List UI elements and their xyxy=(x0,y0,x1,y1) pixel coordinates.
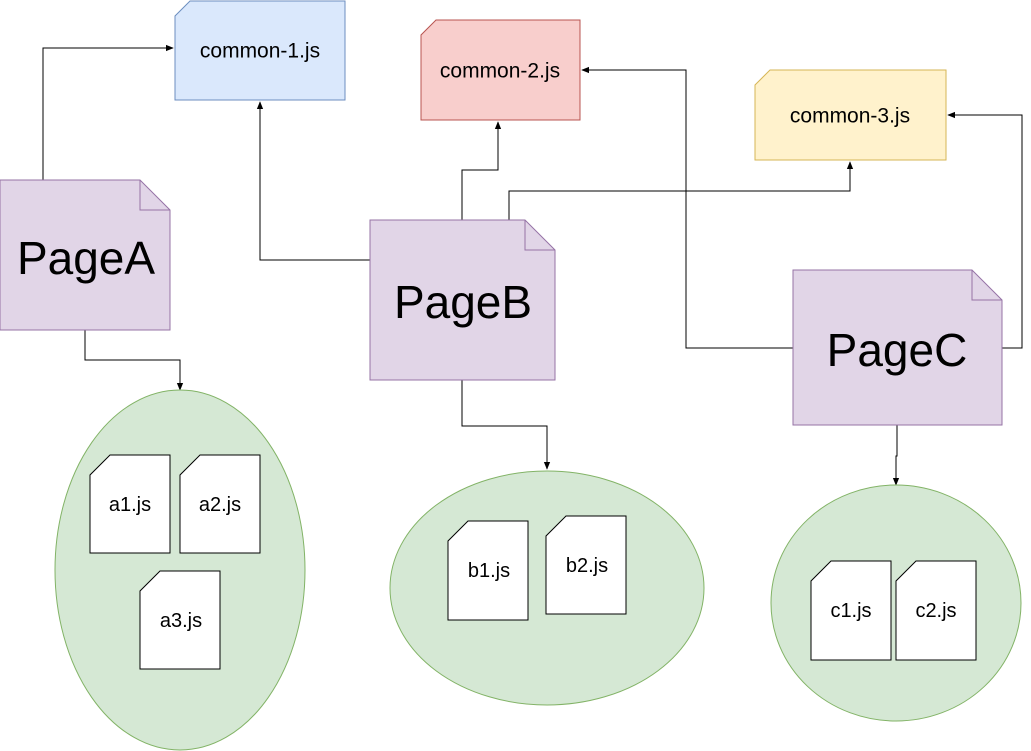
page-c: PageC xyxy=(792,269,1003,426)
page-b-shape xyxy=(369,219,556,381)
common-file-1: common-1.js xyxy=(174,0,346,101)
file-b1-shape xyxy=(447,520,529,621)
edge-pageA-common1 xyxy=(42,44,174,180)
common-file-3: common-3.js xyxy=(754,69,947,161)
file-a1: a1.js xyxy=(89,454,171,554)
common-file-2-shape xyxy=(420,19,581,121)
edges xyxy=(42,44,1023,486)
file-a3-label: a3.js xyxy=(160,610,202,632)
common-file-1-label: common-1.js xyxy=(200,40,320,63)
file-a2-shape xyxy=(179,454,261,554)
file-a2-label: a2.js xyxy=(199,494,241,516)
edge-pageB-groupB xyxy=(461,380,551,470)
page-c-label: PageC xyxy=(827,324,968,376)
file-c1-label: c1.js xyxy=(830,600,871,622)
file-c1-shape xyxy=(810,560,892,661)
file-c2: c2.js xyxy=(895,560,977,661)
file-b2-shape xyxy=(545,515,627,615)
common-file-2: common-2.js xyxy=(420,19,581,121)
page-b-fold xyxy=(524,220,555,251)
file-c2-shape xyxy=(895,560,977,661)
group-c: c1.js c2.js xyxy=(770,484,1022,722)
page-a-fold xyxy=(139,180,170,211)
page-a-label: PageA xyxy=(17,232,155,284)
file-a1-label: a1.js xyxy=(109,494,151,516)
edge-pageB-common3 xyxy=(508,161,854,220)
file-b2-label: b2.js xyxy=(566,555,608,577)
common-file-3-label: common-3.js xyxy=(790,105,910,128)
page-a-shape xyxy=(0,179,171,331)
file-c1: c1.js xyxy=(810,560,892,661)
page-a: PageA xyxy=(0,179,171,331)
edge-pageA-groupA xyxy=(84,330,184,391)
edge-pageC-common3 xyxy=(947,111,1023,349)
file-a3-shape xyxy=(139,570,221,670)
common-file-2-label: common-2.js xyxy=(440,60,560,83)
group-a-ellipse xyxy=(54,389,306,751)
common-file-1-shape xyxy=(174,0,346,101)
file-a2: a2.js xyxy=(179,454,261,554)
edge-pageC-common2 xyxy=(581,66,793,349)
edge-pageB-common1 xyxy=(256,101,370,261)
common-file-3-shape xyxy=(754,69,947,161)
page-b-label: PageB xyxy=(394,276,532,328)
edge-pageB-common2 xyxy=(461,121,502,220)
file-b1: b1.js xyxy=(447,520,529,621)
file-b2: b2.js xyxy=(545,515,627,615)
edge-pageC-groupC xyxy=(892,425,900,486)
group-a: a1.js a2.js a3.js xyxy=(54,389,306,751)
file-c2-label: c2.js xyxy=(915,600,956,622)
page-c-fold xyxy=(971,270,1002,301)
file-b1-label: b1.js xyxy=(468,560,510,582)
file-a3: a3.js xyxy=(139,570,221,670)
page-b: PageB xyxy=(369,219,556,381)
group-b: b1.js b2.js xyxy=(389,470,705,706)
page-c-shape xyxy=(792,269,1003,426)
file-a1-shape xyxy=(89,454,171,554)
